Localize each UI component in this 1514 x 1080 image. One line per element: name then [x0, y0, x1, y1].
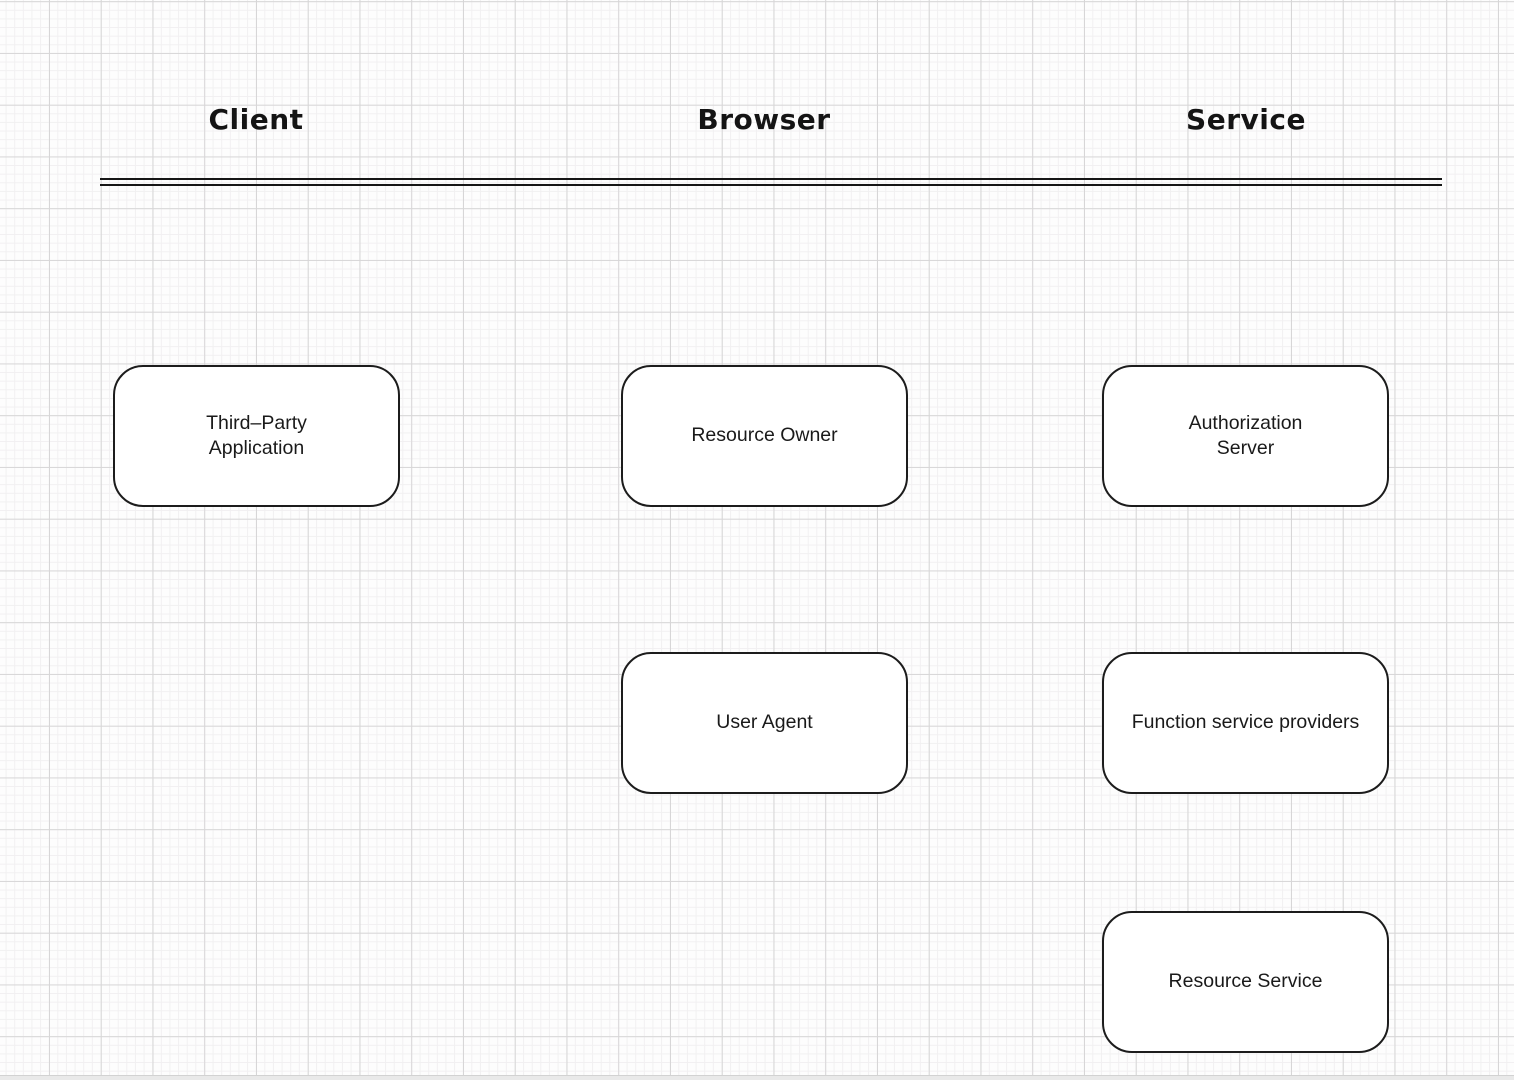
node-label: Resource Owner — [691, 424, 838, 447]
column-header-browser: Browser — [697, 103, 831, 136]
node-resource-service[interactable]: Resource Service — [1102, 911, 1389, 1053]
node-label: Resource Service — [1168, 970, 1323, 993]
node-third-party-application[interactable]: Third–Party Application — [113, 365, 400, 507]
window-bottom-edge — [0, 1075, 1514, 1080]
node-label: User Agent — [716, 711, 813, 734]
node-function-service-providers[interactable]: Function service providers — [1102, 652, 1389, 794]
header-divider-double-line — [100, 178, 1442, 186]
node-label: Function service providers — [1131, 711, 1360, 734]
node-user-agent[interactable]: User Agent — [621, 652, 908, 794]
node-label: Third–Party Application — [206, 411, 307, 459]
column-header-client: Client — [208, 103, 304, 136]
node-resource-owner[interactable]: Resource Owner — [621, 365, 908, 507]
column-header-service: Service — [1186, 103, 1306, 136]
node-authorization-server[interactable]: Authorization Server — [1102, 365, 1389, 507]
node-label: Authorization Server — [1188, 411, 1303, 459]
